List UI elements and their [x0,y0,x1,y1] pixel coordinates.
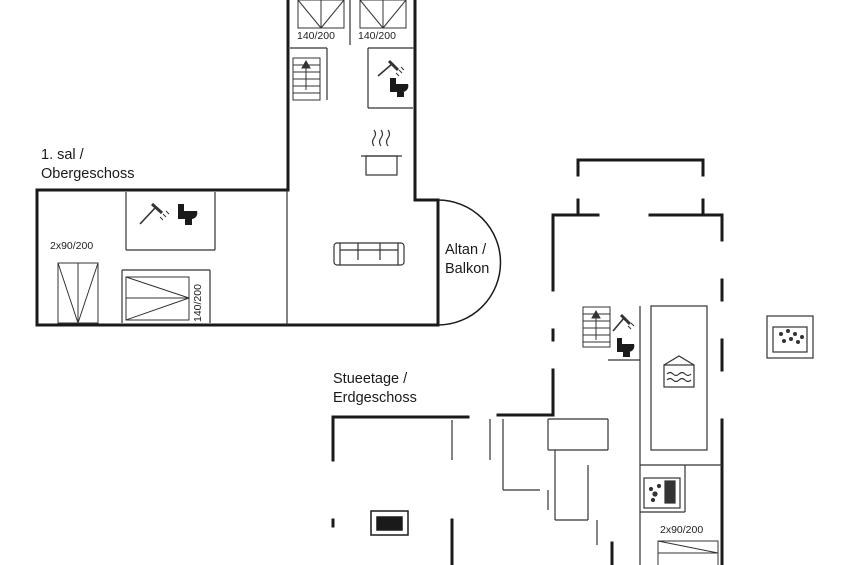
ground-floor-walls [331,158,724,565]
toilet-icon [617,338,635,357]
shower-icon [612,313,635,332]
bed-size-label: 140/200 [297,30,335,42]
sauna-icon [643,477,681,509]
upper-floor-walls [35,0,440,327]
bed-size-label: 2x90/200 [50,240,94,252]
toilet-icon [178,204,198,225]
balcony-outline [437,199,502,326]
whirlpool-icon [766,315,814,359]
ground-floor-inner-walls [451,306,722,565]
bed-size-label: 140/200 [192,284,204,322]
bed-icon [359,0,407,29]
upper-floor-label-line1: 1. sal / [41,147,84,163]
balcony-label-line1: Altan / [445,242,487,258]
bed-icon [297,0,345,29]
stairs-icon [582,306,611,348]
sofa-icon [333,242,405,266]
shower-icon [377,59,405,77]
pool-icon [650,305,708,451]
bed-icon [125,276,190,321]
ground-floor-label: Stueetage / Erdgeschoss [333,370,417,408]
tv-icon [370,510,409,536]
cooking-pot-icon [361,129,402,176]
balcony-label: Altan / Balkon [445,241,489,279]
shower-icon [139,202,170,225]
upper-floor-label: 1. sal / Obergeschoss [41,146,135,184]
balcony-label-line2: Balkon [445,261,490,277]
bed-size-label: 140/200 [358,30,396,42]
bed-icon [57,262,99,324]
ground-floor-label-line1: Stueetage / [333,371,408,387]
bed-size-label: 2x90/200 [660,524,704,536]
bed-icon [657,540,719,565]
ground-floor-label-line2: Erdgeschoss [333,390,417,406]
upper-floor-label-line2: Obergeschoss [41,166,135,182]
stairs-icon [292,57,321,101]
upper-floor-inner-walls [121,0,415,325]
toilet-icon [390,78,409,97]
